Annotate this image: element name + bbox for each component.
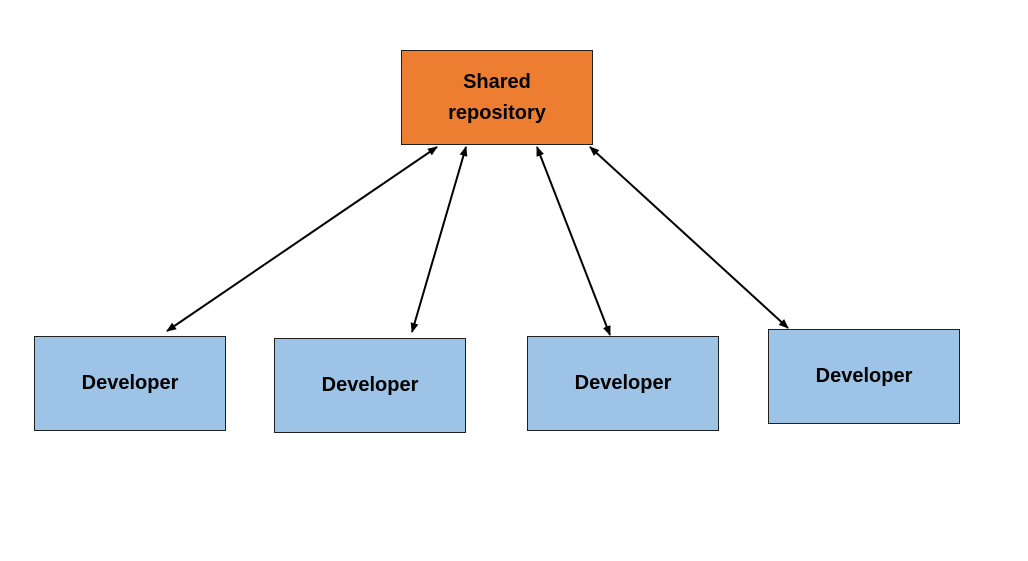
developer-node-1: Developer <box>34 336 226 431</box>
shared-repository-node: Shared repository <box>401 50 593 145</box>
edge-repo-developer-2 <box>410 146 468 333</box>
developer-node-4: Developer <box>768 329 960 424</box>
developer-label-1: Developer <box>81 372 179 394</box>
developer-node-3: Developer <box>527 336 719 431</box>
shared-repository-label: Shared repository <box>448 70 546 124</box>
edge-repo-developer-3 <box>536 146 611 336</box>
developer-label-4: Developer <box>815 365 913 387</box>
developer-node-2: Developer <box>274 338 466 433</box>
developer-label-2: Developer <box>321 374 419 396</box>
edge-repo-developer-1 <box>166 146 438 332</box>
edge-repo-developer-4 <box>589 146 789 329</box>
developer-label-3: Developer <box>574 372 672 394</box>
